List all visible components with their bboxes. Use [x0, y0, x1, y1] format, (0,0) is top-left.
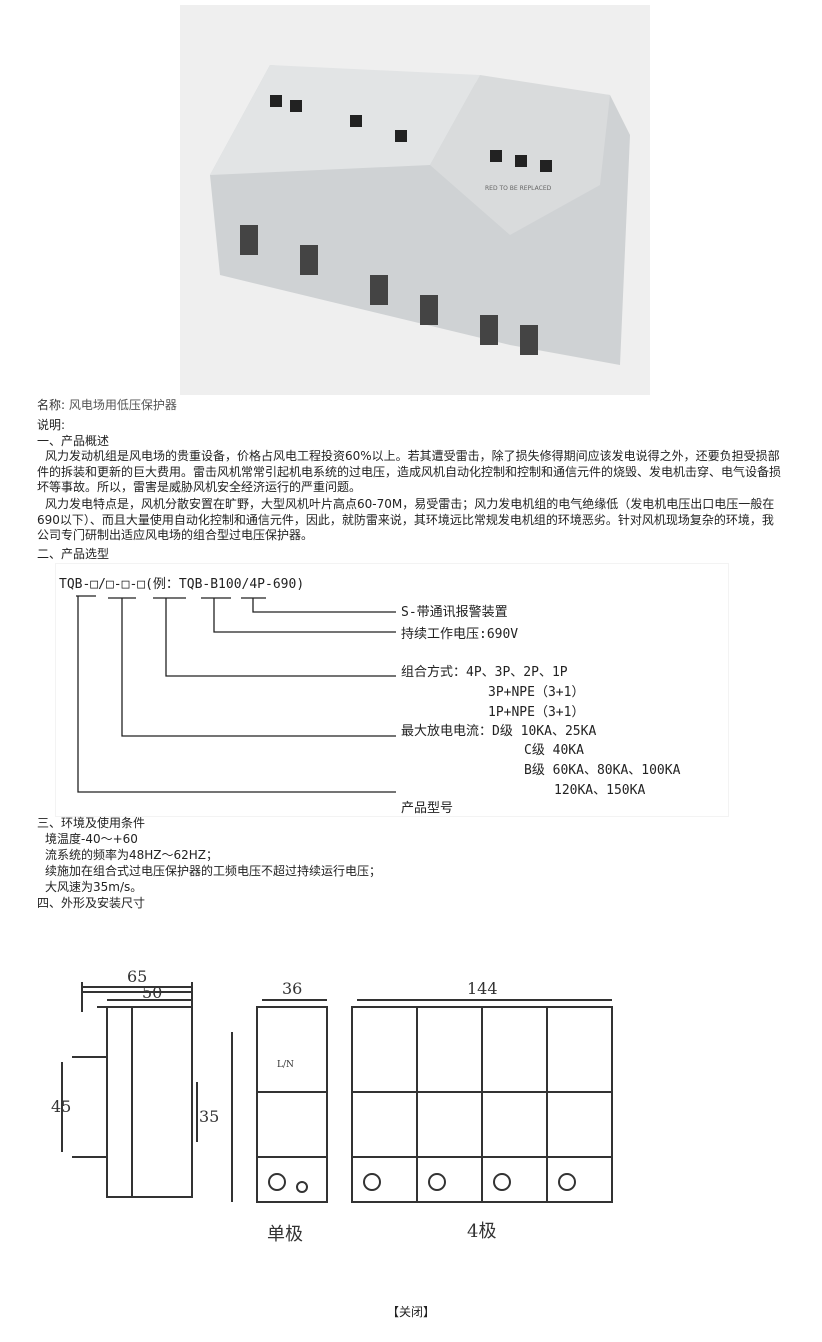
- dim-144: 144: [467, 979, 498, 998]
- name-value: 风电场用低压保护器: [68, 398, 177, 412]
- ln-label: L/N: [277, 1060, 294, 1070]
- product-photo: RED TO BE REPLACED: [180, 5, 650, 395]
- option-combo: 组合方式：4P、3P、2P、1P: [401, 664, 568, 680]
- product-name-row: 名称: 风电场用低压保护器: [37, 398, 177, 413]
- option-current-b: B级 60KA、80KA、100KA: [524, 763, 681, 778]
- option-combo-2: 3P+NPE（3+1）: [488, 685, 584, 700]
- dim-36: 36: [282, 979, 302, 998]
- dimension-drawing: 65 50 45 35 36 144 L/N 单极 4极: [37, 912, 637, 1282]
- description-label: 说明:: [37, 418, 66, 432]
- option-current-d: 最大放电电流：D级 10KA、25KA: [401, 724, 596, 739]
- section-2-title: 二、产品选型: [37, 547, 110, 561]
- name-label: 名称:: [37, 398, 66, 412]
- surge-protector-image: RED TO BE REPLACED: [210, 65, 630, 365]
- option-current-b2: 120KA、150KA: [554, 783, 645, 798]
- section-1-paragraph-2: 风力发电特点是，风机分散安置在旷野，大型风机叶片高点60-70M，易受雷击；风力…: [37, 497, 775, 542]
- condition-item: 续施加在组合式过电压保护器的工频电压不超过持续运行电压；: [45, 864, 382, 878]
- condition-item: 流系统的频率为48HZ～62HZ；: [45, 848, 219, 862]
- condition-item: 境温度-40～+60: [45, 832, 138, 846]
- option-model: 产品型号: [401, 801, 453, 816]
- single-pole-label: 单极: [267, 1224, 303, 1245]
- condition-item: 大风速为35m/s。: [45, 880, 143, 894]
- option-combo-3: 1P+NPE（3+1）: [488, 705, 584, 720]
- section-1-title: 一、产品概述: [37, 434, 110, 448]
- section-4-title: 四、外形及安装尺寸: [37, 896, 146, 910]
- photo-label: RED TO BE REPLACED: [485, 185, 552, 192]
- model-code: TQB-□/□-□-□(例：TQB-B100/4P-690): [59, 577, 304, 592]
- close-row: 【关闭】: [0, 1303, 822, 1320]
- option-voltage: 持续工作电压:690V: [401, 627, 518, 642]
- dim-65: 65: [127, 967, 147, 986]
- option-current-c: C级 40KA: [524, 743, 584, 758]
- dim-35: 35: [199, 1107, 219, 1126]
- dim-45: 45: [51, 1097, 71, 1116]
- section-3-title: 三、环境及使用条件: [37, 816, 146, 830]
- dim-50: 50: [142, 983, 162, 1002]
- section-1-paragraph-1: 风力发动机组是风电场的贵重设备，价格占风电工程投资60%以上。若其遭受雷击，除了…: [37, 449, 782, 494]
- close-link[interactable]: 【关闭】: [386, 1305, 435, 1319]
- product-selection-diagram: TQB-□/□-□-□(例：TQB-B100/4P-690) S-带通讯报警装置…: [55, 563, 729, 817]
- four-pole-label: 4极: [467, 1221, 496, 1242]
- option-s: S-带通讯报警装置: [401, 604, 508, 620]
